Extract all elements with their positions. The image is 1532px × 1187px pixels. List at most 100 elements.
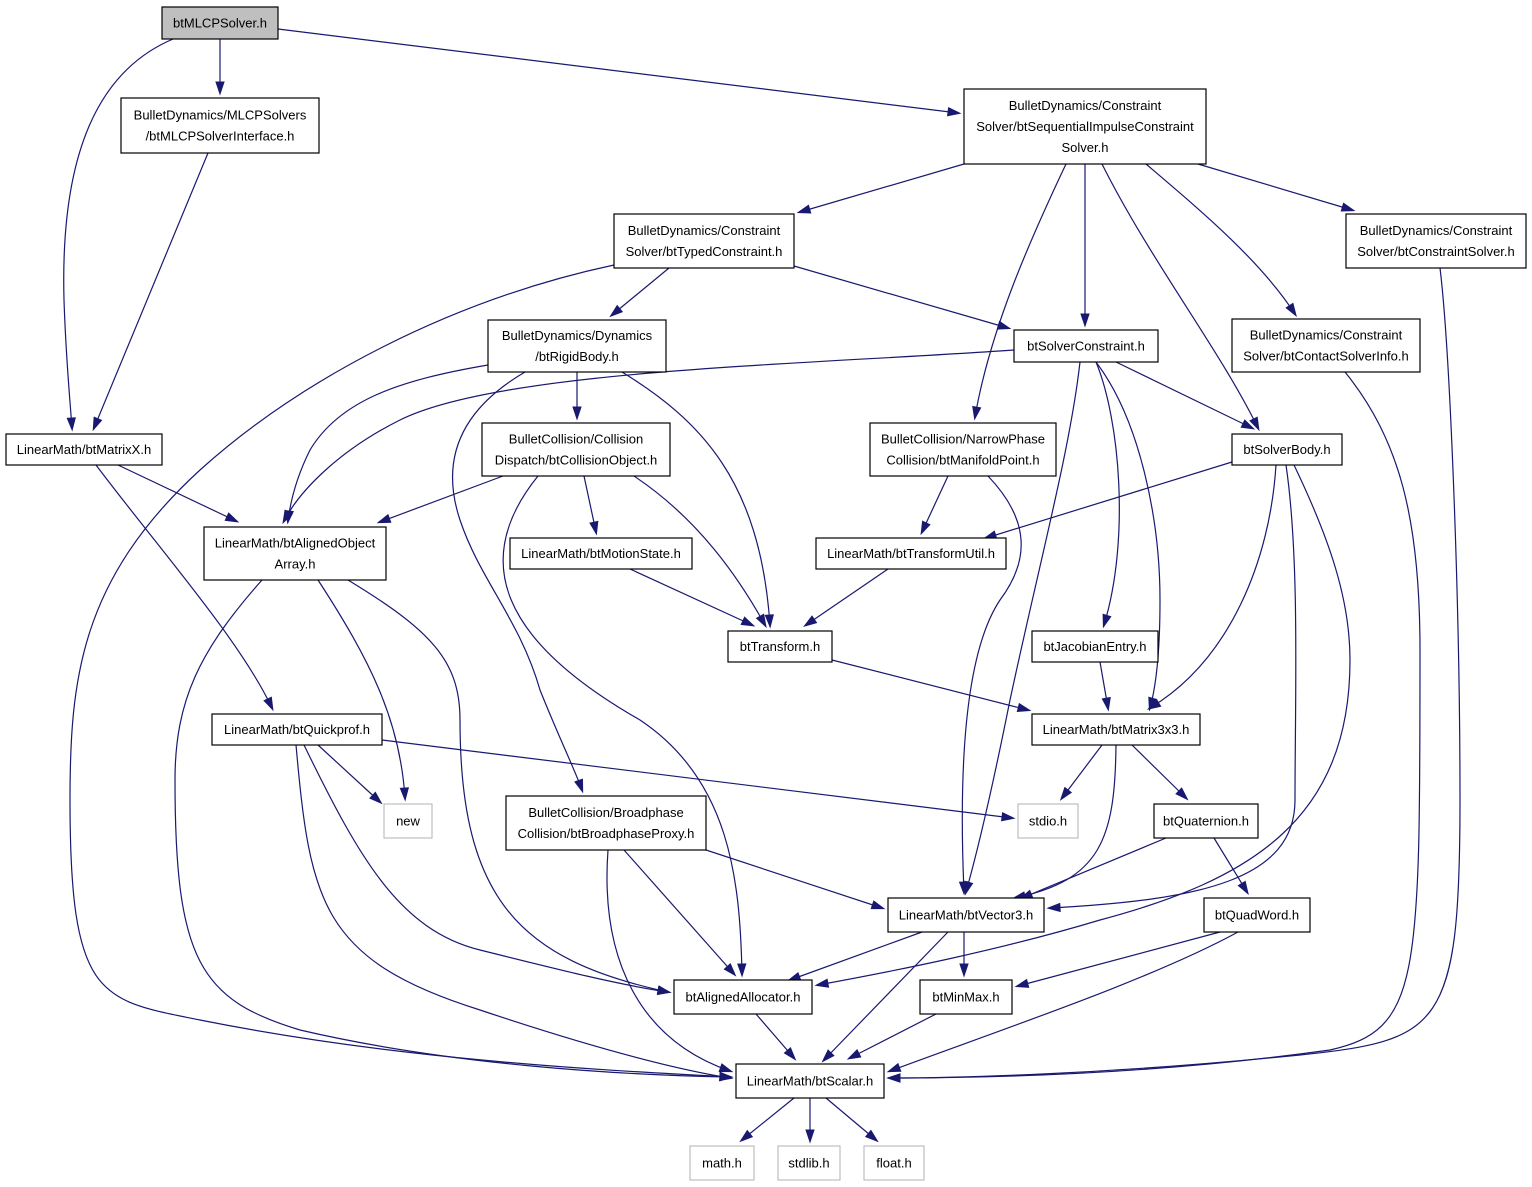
node-label: Solver/btSequentialImpulseConstraint xyxy=(976,119,1194,134)
edge-line xyxy=(889,931,1239,1072)
edge-seq-impulse-to-solver-constraint xyxy=(1080,164,1090,328)
node-collision-object[interactable]: BulletCollision/CollisionDispatch/btColl… xyxy=(481,422,671,477)
node-matrix3x3[interactable]: LinearMath/btMatrix3x3.h xyxy=(1031,713,1201,746)
edge-arrowhead xyxy=(1102,613,1112,629)
edge-bt-mlcpsolver-to-mlcpsolver-interface xyxy=(215,39,225,96)
node-box xyxy=(481,422,671,477)
node-mlcpsolver-interface[interactable]: BulletDynamics/MLCPSolvers/btMLCPSolverI… xyxy=(120,97,320,154)
node-transform-util[interactable]: LinearMath/btTransformUtil.h xyxy=(815,537,1007,570)
node-new: new xyxy=(383,803,433,839)
node-aligned-allocator[interactable]: btAlignedAllocator.h xyxy=(673,979,813,1015)
edge-aligned-allocator-to-scalar xyxy=(755,1013,797,1061)
node-scalar[interactable]: LinearMath/btScalar.h xyxy=(735,1063,885,1099)
edge-solver-body-to-matrix3x3 xyxy=(1146,464,1277,710)
edge-jacobian-entry-to-matrix3x3 xyxy=(1099,661,1111,712)
node-label: btMinMax.h xyxy=(932,990,999,1005)
node-rigid-body[interactable]: BulletDynamics/Dynamics/btRigidBody.h xyxy=(487,319,667,373)
node-box xyxy=(5,433,163,466)
node-label: btQuadWord.h xyxy=(1215,908,1299,923)
edge-aligned-object-array-to-new xyxy=(317,579,410,802)
edge-quickprof-to-stdio xyxy=(381,739,1016,822)
edge-line xyxy=(1095,361,1120,626)
node-solver-body[interactable]: btSolverBody.h xyxy=(1231,433,1343,466)
node-quaternion[interactable]: btQuaternion.h xyxy=(1153,803,1259,839)
node-jacobian-entry[interactable]: btJacobianEntry.h xyxy=(1031,630,1159,663)
edge-arrowhead xyxy=(1101,696,1111,712)
node-contact-solver-info[interactable]: BulletDynamics/ConstraintSolver/btContac… xyxy=(1231,318,1421,373)
edge-line xyxy=(621,371,771,626)
edge-arrowhead xyxy=(740,616,756,627)
edge-contact-solver-info-to-scalar xyxy=(886,371,1421,1083)
node-vector3[interactable]: LinearMath/btVector3.h xyxy=(887,897,1045,933)
node-label: LinearMath/btMotionState.h xyxy=(521,546,681,561)
edge-arrowhead xyxy=(805,1129,815,1144)
edge-arrowhead xyxy=(1046,902,1061,913)
node-box xyxy=(509,537,693,570)
node-label: LinearMath/btMatrixX.h xyxy=(17,442,151,457)
node-constraint-solver[interactable]: BulletDynamics/ConstraintSolver/btConstr… xyxy=(1345,213,1527,269)
node-label: btTransform.h xyxy=(740,639,820,654)
node-box xyxy=(487,319,667,373)
node-math: math.h xyxy=(689,1145,755,1181)
edge-seq-impulse-to-manifold-point xyxy=(972,163,1067,421)
node-min-max[interactable]: btMinMax.h xyxy=(919,979,1013,1015)
edge-arrowhead xyxy=(958,881,969,896)
node-box xyxy=(863,1145,925,1181)
edge-line xyxy=(825,1097,877,1141)
edge-line xyxy=(1017,931,1221,987)
node-box xyxy=(203,526,387,581)
edge-solver-body-to-aligned-allocator xyxy=(814,464,1351,988)
edge-line xyxy=(1145,163,1296,315)
edge-line xyxy=(317,579,406,799)
node-box xyxy=(777,1145,841,1181)
edge-arrowhead xyxy=(574,778,584,794)
edge-arrowhead xyxy=(609,304,624,318)
edge-solver-constraint-to-solver-body xyxy=(1115,361,1256,430)
edge-line xyxy=(317,744,381,803)
node-motion-state[interactable]: LinearMath/btMotionState.h xyxy=(509,537,693,570)
edge-arrowhead xyxy=(1059,786,1073,801)
edge-bt-mlcpsolver-to-matrix-x xyxy=(63,38,174,432)
edge-arrowhead xyxy=(996,320,1012,330)
node-label: btJacobianEntry.h xyxy=(1043,639,1146,654)
node-stdlib: stdlib.h xyxy=(777,1145,841,1181)
node-box xyxy=(1031,630,1159,663)
node-transform[interactable]: btTransform.h xyxy=(727,630,833,663)
node-label: float.h xyxy=(876,1156,911,1171)
node-solver-constraint[interactable]: btSolverConstraint.h xyxy=(1013,329,1159,363)
node-manifold-point[interactable]: BulletCollision/NarrowPhaseCollision/btM… xyxy=(869,422,1057,477)
edge-seq-impulse-to-typed-constraint xyxy=(796,163,965,214)
edge-arrowhead xyxy=(656,985,672,996)
node-label: Collision/btManifoldPoint.h xyxy=(886,453,1039,468)
edge-arrowhead xyxy=(718,1063,734,1073)
edge-arrowhead xyxy=(821,1049,835,1063)
edge-line xyxy=(793,265,1009,329)
edge-line xyxy=(799,163,965,213)
node-quad-word[interactable]: btQuadWord.h xyxy=(1203,897,1311,933)
edge-line xyxy=(611,267,670,316)
node-label: Solver.h xyxy=(1062,140,1109,155)
edge-line xyxy=(174,579,731,1078)
edge-arrowhead xyxy=(263,696,274,712)
node-float: float.h xyxy=(863,1145,925,1181)
edge-rigid-body-to-collision-object xyxy=(572,372,582,421)
edge-quad-word-to-min-max xyxy=(1014,931,1221,988)
node-box xyxy=(1153,803,1259,839)
node-seq-impulse[interactable]: BulletDynamics/ConstraintSolver/btSequen… xyxy=(963,88,1207,165)
node-label: btSolverBody.h xyxy=(1243,442,1330,457)
node-quickprof[interactable]: LinearMath/btQuickprof.h xyxy=(211,713,383,746)
node-bt-mlcpsolver[interactable]: btMLCPSolver.h xyxy=(161,6,279,40)
node-label: LinearMath/btMatrix3x3.h xyxy=(1043,722,1190,737)
node-matrix-x[interactable]: LinearMath/btMatrixX.h xyxy=(5,433,163,466)
edge-line xyxy=(805,568,889,626)
edge-broadphase-proxy-to-scalar xyxy=(606,849,734,1073)
edge-line xyxy=(961,475,1022,893)
node-box xyxy=(815,537,1007,570)
edge-arrowhead xyxy=(920,520,931,536)
edge-line xyxy=(117,464,237,522)
node-typed-constraint[interactable]: BulletDynamics/ConstraintSolver/btTypedC… xyxy=(613,213,795,269)
node-label: BulletDynamics/Constraint xyxy=(628,223,781,238)
node-broadphase-proxy[interactable]: BulletCollision/BroadphaseCollision/btBr… xyxy=(505,795,707,851)
